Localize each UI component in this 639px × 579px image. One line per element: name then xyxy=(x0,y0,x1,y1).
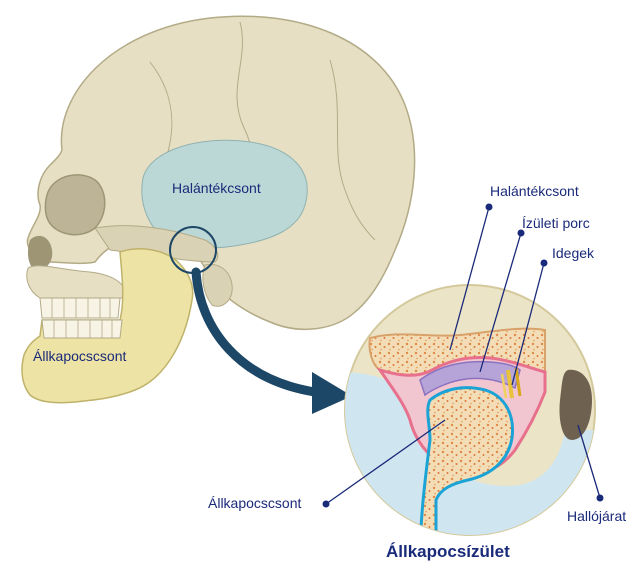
skull-illustration xyxy=(26,15,416,331)
nerves-detail xyxy=(500,367,522,399)
leader-nerves xyxy=(511,259,548,386)
label-temporal-bone-detail: Halántékcsont xyxy=(490,183,579,199)
ear-canal xyxy=(559,369,592,440)
label-ear-canal: Hallójárat xyxy=(567,508,626,524)
nasal-cavity xyxy=(27,235,53,271)
tmj-detail xyxy=(344,284,596,536)
mandible-condyle xyxy=(418,386,515,535)
lower-teeth xyxy=(41,319,123,339)
leader-temporal-bone xyxy=(449,203,493,351)
label-mandible-detail: Állkapocscsont xyxy=(208,495,301,511)
eye-socket xyxy=(44,174,106,236)
label-nerves: Idegek xyxy=(552,245,595,261)
leader-articular-cartilage xyxy=(479,229,525,373)
label-temporal-bone-skull: Halántékcsont xyxy=(172,180,261,196)
leader-ear-canal xyxy=(577,424,604,502)
diagram-title: Állkapocsízület xyxy=(386,542,510,561)
label-articular-cartilage: Ízületi porc xyxy=(522,215,590,231)
leader-mandible-detail xyxy=(322,419,446,508)
label-mandible-skull: Állkapocscsont xyxy=(33,348,126,364)
zoom-arrow xyxy=(191,267,352,414)
upper-teeth xyxy=(39,297,121,319)
